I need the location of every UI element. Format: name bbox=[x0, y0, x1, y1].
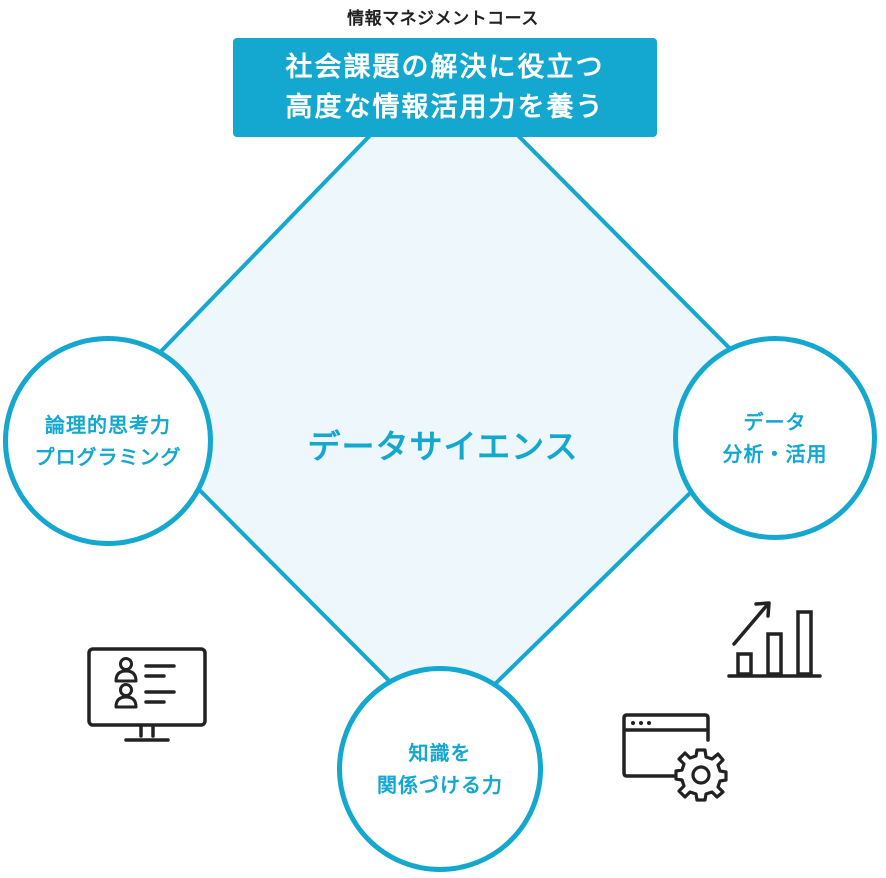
node-bottom-line-2: 関係づける力 bbox=[377, 773, 503, 797]
center-label: データサイエンス bbox=[307, 427, 579, 466]
node-data-analysis: データ 分析・活用 bbox=[673, 336, 877, 540]
bar-chart-growth-icon bbox=[727, 601, 822, 678]
goal-line-2: 高度な情報活用力を養う bbox=[285, 91, 605, 123]
node-bottom-line-1: 知識を bbox=[408, 741, 472, 765]
monitor-users-icon bbox=[87, 647, 207, 742]
node-connecting-knowledge: 知識を 関係づける力 bbox=[337, 666, 543, 872]
goal-box: 社会課題の解決に役立つ 高度な情報活用力を養う bbox=[233, 38, 657, 137]
node-right-line-2: 分析・活用 bbox=[722, 442, 828, 466]
node-left-line-1: 論理的思考力 bbox=[45, 413, 171, 437]
node-logical-thinking: 論理的思考力 プログラミング bbox=[3, 336, 213, 546]
node-left-line-2: プログラミング bbox=[34, 445, 182, 469]
browser-settings-icon bbox=[622, 713, 728, 802]
node-right-line-1: データ bbox=[743, 410, 807, 434]
course-title: 情報マネジメントコース bbox=[347, 9, 539, 29]
goal-line-1: 社会課題の解決に役立つ bbox=[285, 51, 605, 83]
